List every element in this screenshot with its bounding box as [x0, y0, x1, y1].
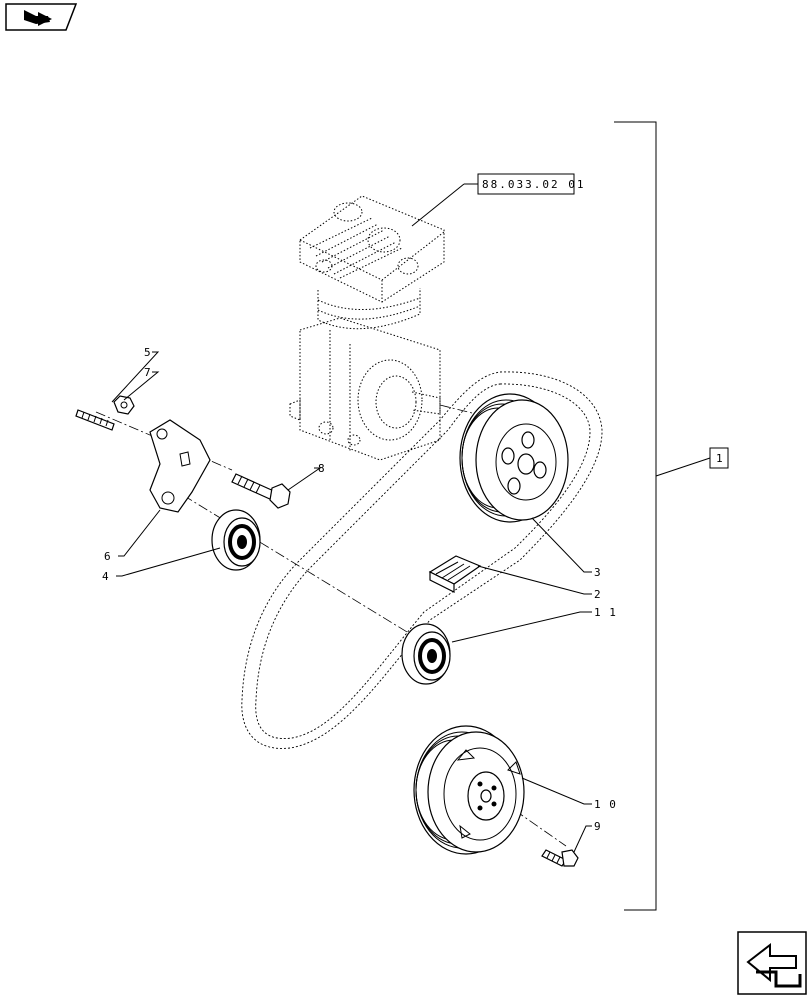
callout-7: 7 [144, 366, 152, 379]
reference-label: 88.033.02 01 [482, 178, 585, 191]
crankshaft-pulley [413, 725, 525, 855]
leader-lines [111, 351, 592, 853]
tensioner-bracket [149, 419, 211, 513]
callout-2: 2 [594, 588, 602, 601]
hex-bolt [231, 473, 291, 509]
callout-6: 6 [104, 550, 112, 563]
assembly-box: 1 [709, 447, 729, 469]
key [428, 555, 482, 593]
callout-8: 8 [318, 462, 326, 475]
crank-bolt [541, 849, 579, 867]
callout-4: 4 [102, 570, 110, 583]
compressor-pulley [459, 393, 569, 523]
idler-pulley-lower [401, 623, 451, 685]
callout-3: 3 [594, 566, 602, 579]
nut [113, 395, 135, 415]
callout-9: 9 [594, 820, 602, 833]
stud-bolt [75, 409, 115, 431]
previous-page-icon[interactable] [5, 3, 78, 31]
callout-5: 5 [144, 346, 152, 359]
callout-11: 1 1 [594, 606, 617, 619]
assembly-box-label: 1 [716, 452, 725, 465]
return-to-index-icon[interactable] [737, 931, 807, 995]
assembly-bracket [614, 121, 711, 911]
drive-belt [241, 371, 603, 749]
air-compressor [289, 195, 445, 461]
idler-pulley-upper [211, 509, 261, 571]
reference-box[interactable]: 88.033.02 01 [411, 173, 585, 227]
callout-labels: 5 7 8 6 4 3 2 1 1 1 0 9 [102, 346, 617, 833]
callout-10: 1 0 [594, 798, 617, 811]
